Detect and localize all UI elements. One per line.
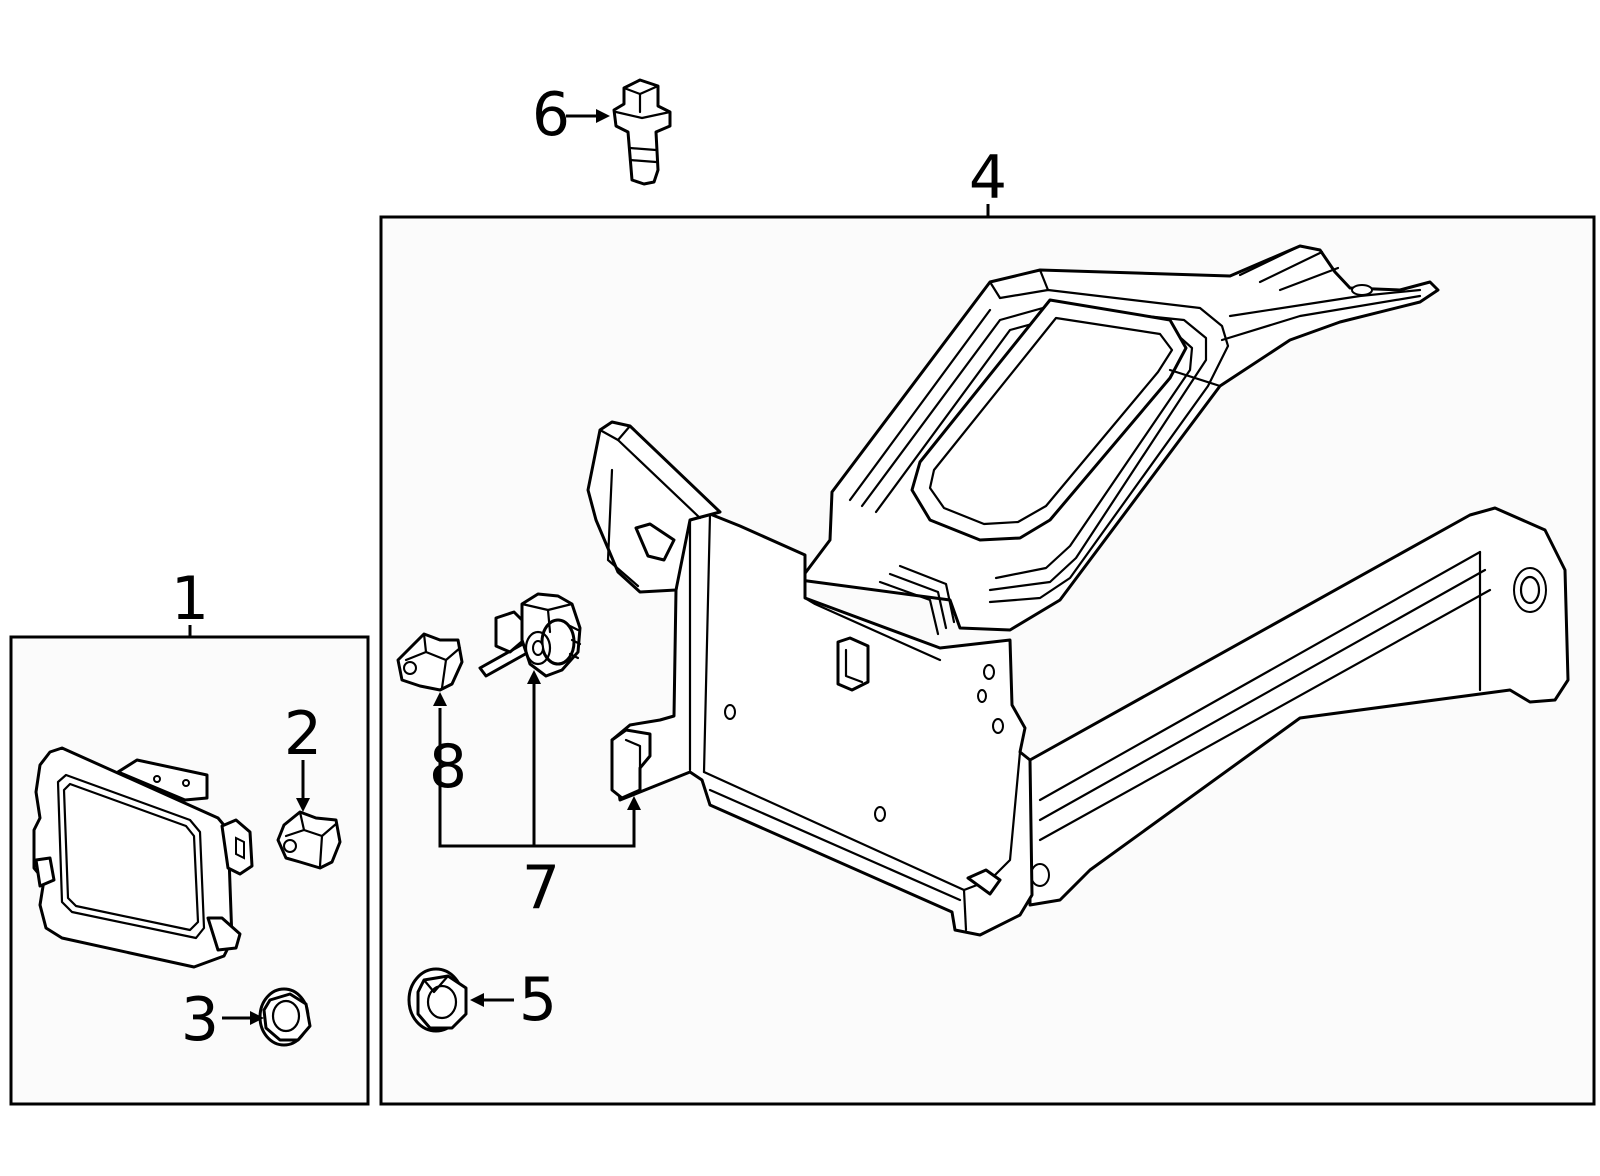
callout-7: 7: [522, 853, 560, 923]
callout-5: 5: [519, 965, 557, 1035]
bolt-6[interactable]: [612, 78, 672, 186]
panel-sensor-assembly: 1 2: [9, 564, 370, 1106]
callout-8: 8: [429, 732, 467, 802]
arrowhead-5: [470, 993, 484, 1007]
callout-3: 3: [181, 985, 219, 1055]
arrowhead-6: [596, 109, 610, 123]
arrowhead-8b: [627, 796, 641, 810]
panel-bracket-assembly: 4: [379, 143, 1596, 1106]
flange-nut-5[interactable]: [407, 967, 468, 1033]
arrowhead-3: [250, 1011, 264, 1025]
leader-8-bracket: [438, 708, 636, 848]
retainer-nut-2[interactable]: [276, 810, 342, 870]
arrowhead-2: [296, 798, 310, 812]
mounting-bracket[interactable]: [586, 244, 1570, 937]
arrowhead-8: [433, 692, 447, 706]
retainer-nut-8[interactable]: [396, 632, 464, 692]
callout-4: 4: [969, 143, 1007, 213]
arrowhead-7: [527, 670, 541, 684]
flange-nut-3[interactable]: [258, 987, 312, 1047]
clip-7[interactable]: [478, 592, 582, 678]
callout-1: 1: [171, 564, 209, 634]
leader-7-8: [433, 670, 641, 848]
radar-sensor[interactable]: [32, 746, 254, 969]
callout-6: 6: [532, 80, 570, 150]
callout-2: 2: [284, 699, 322, 769]
